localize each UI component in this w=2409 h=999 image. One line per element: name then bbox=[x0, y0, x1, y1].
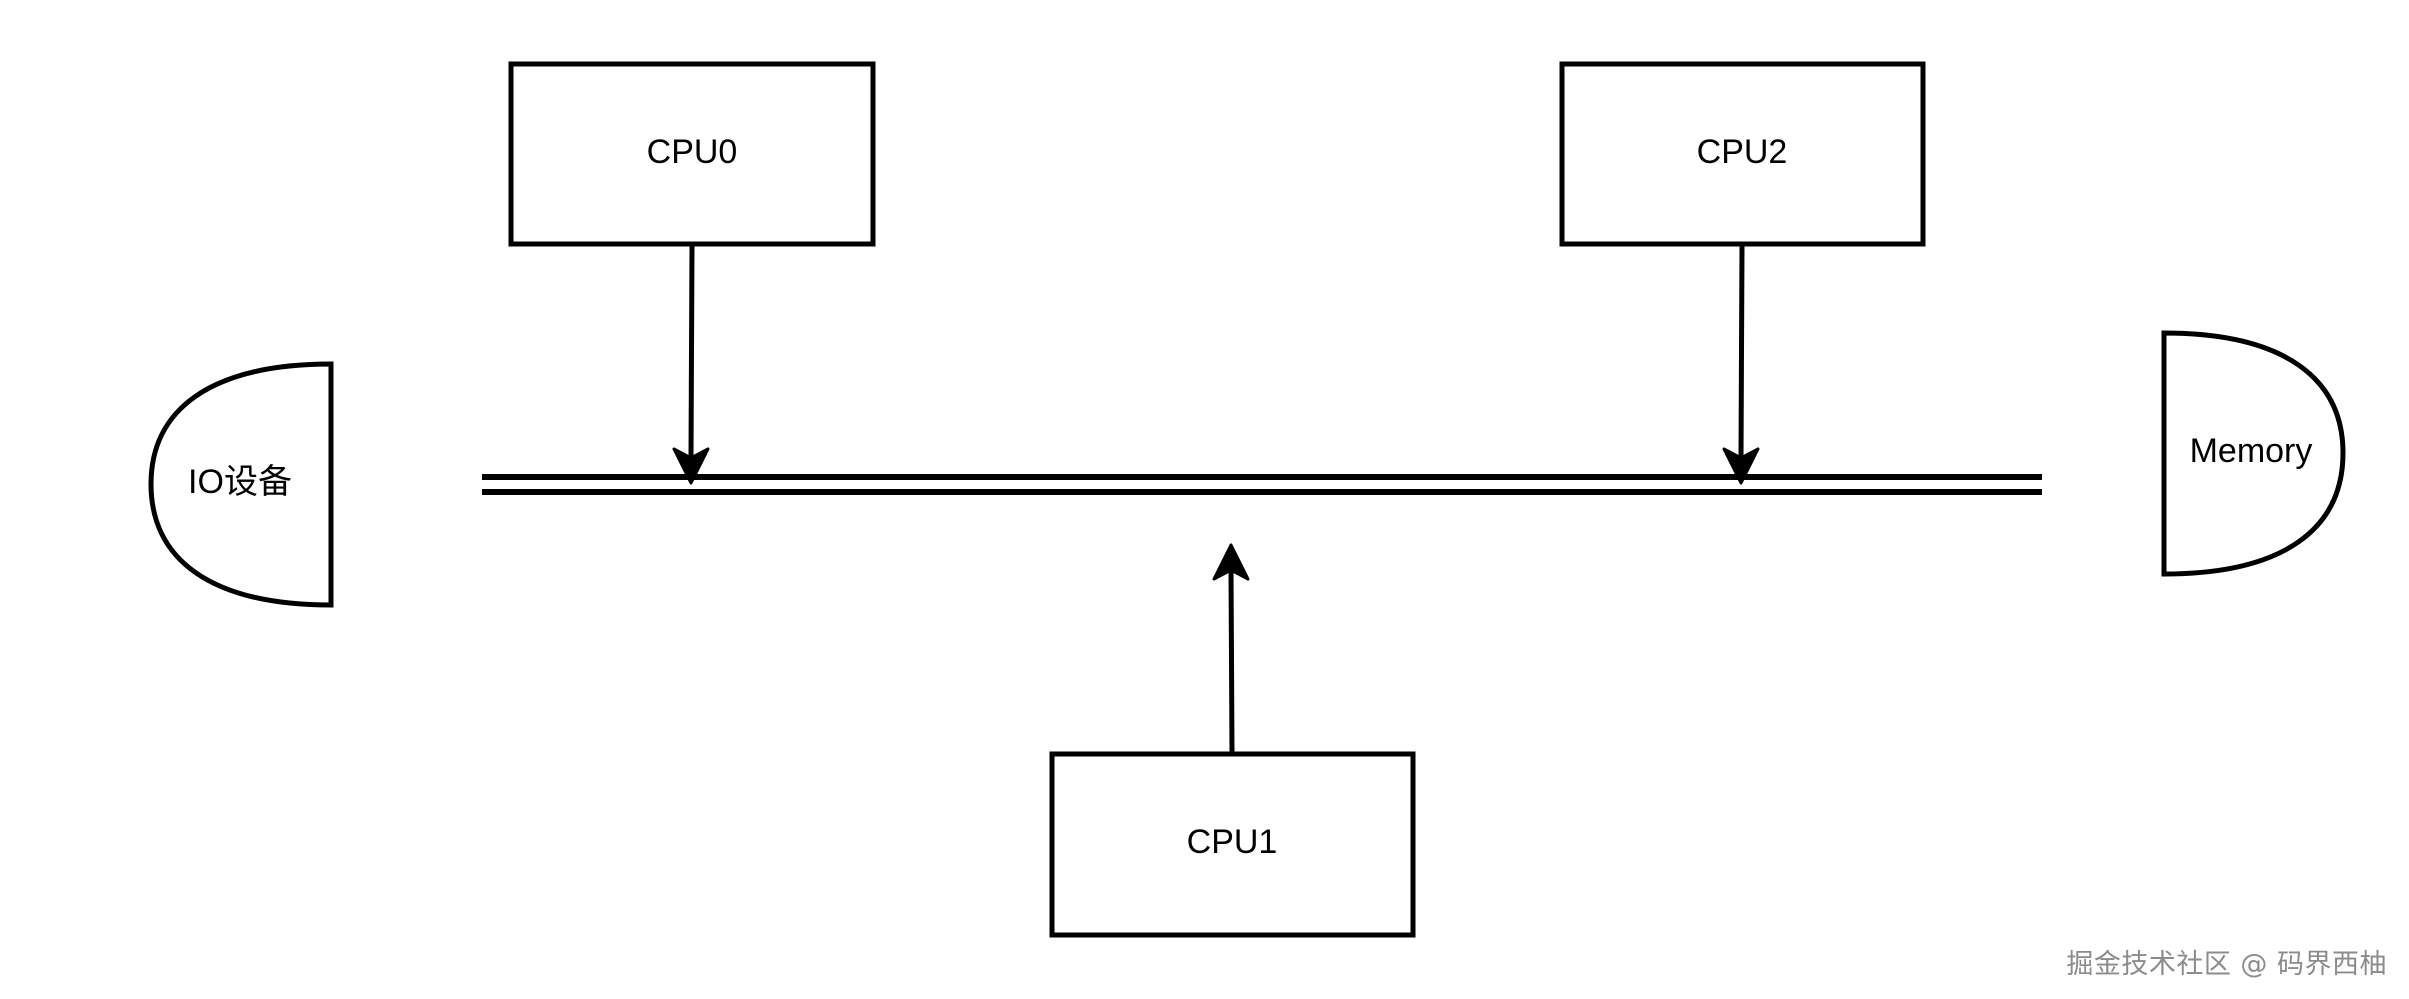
memory-node[interactable]: Memory bbox=[2161, 330, 2346, 577]
arrow-cpu2-shaft bbox=[1738, 245, 1745, 459]
cpu1-node[interactable]: CPU1 bbox=[1049, 751, 1416, 938]
cpu0-node[interactable]: CPU0 bbox=[508, 61, 876, 247]
cpu0-box bbox=[508, 61, 876, 247]
watermark-text: 掘金技术社区 @ 码界西柚 bbox=[2066, 949, 2387, 980]
cpu2-box bbox=[1559, 61, 1926, 247]
memory-label: Memory bbox=[2190, 432, 2313, 470]
arrow-cpu1-shaft bbox=[1228, 569, 1235, 753]
arrow-cpu2-to-bus bbox=[1722, 245, 1760, 485]
cpu0-label: CPU0 bbox=[647, 133, 738, 171]
arrow-cpu0-to-bus bbox=[672, 245, 710, 485]
io-device-shape bbox=[148, 361, 334, 608]
cpu2-node[interactable]: CPU2 bbox=[1559, 61, 1926, 247]
arrow-cpu0-shaft bbox=[688, 245, 695, 459]
system-bus bbox=[482, 474, 2042, 495]
arrow-cpu1-head bbox=[1212, 543, 1250, 581]
arrow-cpu0-head bbox=[672, 447, 710, 485]
io-device-label: IO设备 bbox=[188, 463, 292, 501]
arrow-cpu1-to-bus bbox=[1212, 543, 1250, 753]
memory-shape bbox=[2161, 330, 2346, 577]
io-device-node[interactable]: IO设备 bbox=[148, 361, 334, 608]
arrow-cpu2-head bbox=[1722, 447, 1760, 485]
cpu2-label: CPU2 bbox=[1697, 133, 1788, 171]
cpu1-label: CPU1 bbox=[1187, 823, 1278, 861]
cpu1-box bbox=[1049, 751, 1416, 938]
